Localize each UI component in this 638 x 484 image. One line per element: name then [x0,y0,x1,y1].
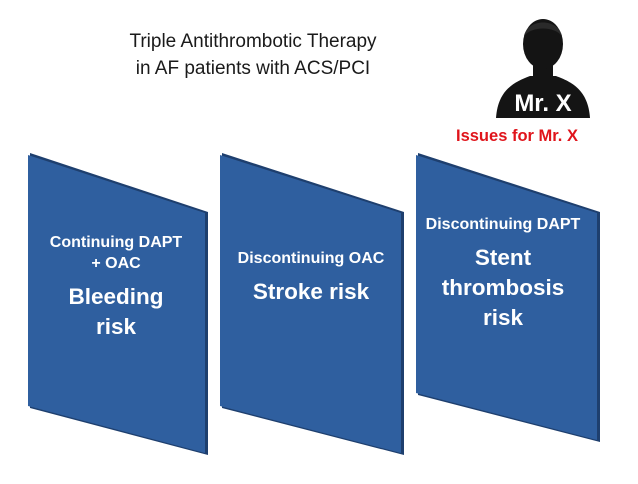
panel-1-text: Continuing DAPT + OAC Bleeding risk [48,232,184,342]
panel-1-action: Continuing DAPT + OAC [49,234,183,272]
issues-label: Issues for Mr. X [456,127,578,145]
panel-3-text: Discontinuing DAPT Stent thrombosis risk [424,214,582,333]
slide-title: Triple Antithrombotic Therapy in AF pati… [88,28,418,82]
panel-2-action: Discontinuing OAC [237,250,385,267]
panel-3-action: Discontinuing DAPT [425,216,581,233]
panel-3-risk: Stent thrombosis risk [441,245,565,330]
panel-2-risk: Stroke risk [252,279,370,304]
portrait-label: Mr. X [514,90,571,117]
mr-x-portrait: Mr. X [488,10,598,118]
silhouette-icon: Mr. X [488,10,598,118]
title-line-1: Triple Antithrombotic Therapy [129,31,377,52]
title-line-2: in AF patients with ACS/PCI [135,58,371,79]
panel-2-text: Discontinuing OAC Stroke risk [232,248,390,307]
panel-1-risk: Bleeding risk [68,284,164,339]
